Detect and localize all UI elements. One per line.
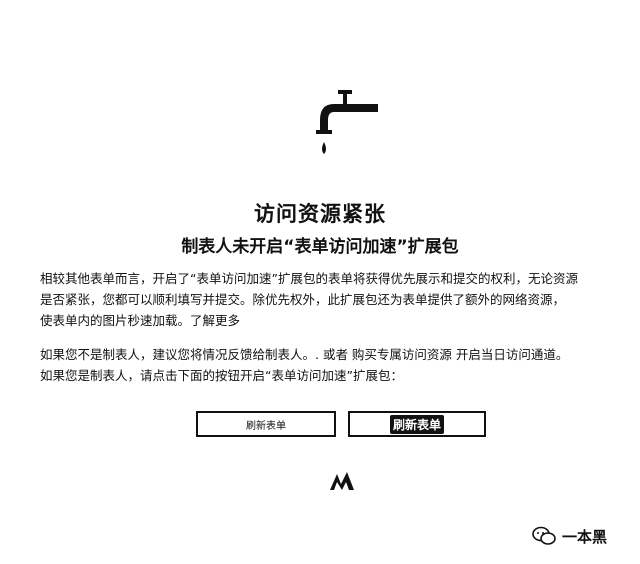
note-line-owner: 如果您是制表人，请点击下面的按钮开启“表单访问加速”扩展包：: [40, 368, 403, 383]
intro-line-learn-more[interactable]: 使表单内的图片秒速加载。了解更多: [40, 313, 241, 328]
dialog-subtitle: 制表人未开启“表单访问加速”扩展包: [181, 237, 459, 257]
wechat-icon: [532, 526, 556, 545]
refresh-form-button-label: 刷新表单: [246, 420, 286, 432]
intro-line: 相较其他表单而言，开启了“表单访问加速”扩展包的表单将获得优先展示和提交的权利，…: [40, 271, 578, 286]
enable-acceleration-button[interactable]: 刷新表单: [348, 411, 486, 437]
enable-acceleration-button-label: 刷新表单: [389, 414, 444, 434]
refresh-form-button[interactable]: 刷新表单: [196, 411, 336, 437]
intro-line: 是否紧张，您都可以顺利填写并提交。除优先权外，此扩展包还为表单提供了额外的网络资…: [40, 292, 566, 307]
watermark: 一本黑: [532, 524, 632, 548]
note-line-visitor[interactable]: 如果您不是制表人，建议您将情况反馈给制表人。. 或者 购买专属访问资源 开启当日…: [40, 347, 569, 362]
faucet-drip-icon: [316, 90, 378, 154]
intro-paragraph: 相较其他表单而言，开启了“表单访问加速”扩展包的表单将获得优先展示和提交的权利，…: [40, 268, 634, 331]
dialog-title: 访问资源紧张: [254, 202, 386, 226]
brand-logo-icon: [330, 472, 354, 490]
watermark-text: 一本黑: [562, 527, 608, 546]
note-paragraph: 如果您不是制表人，建议您将情况反馈给制表人。. 或者 购买专属访问资源 开启当日…: [40, 344, 634, 386]
